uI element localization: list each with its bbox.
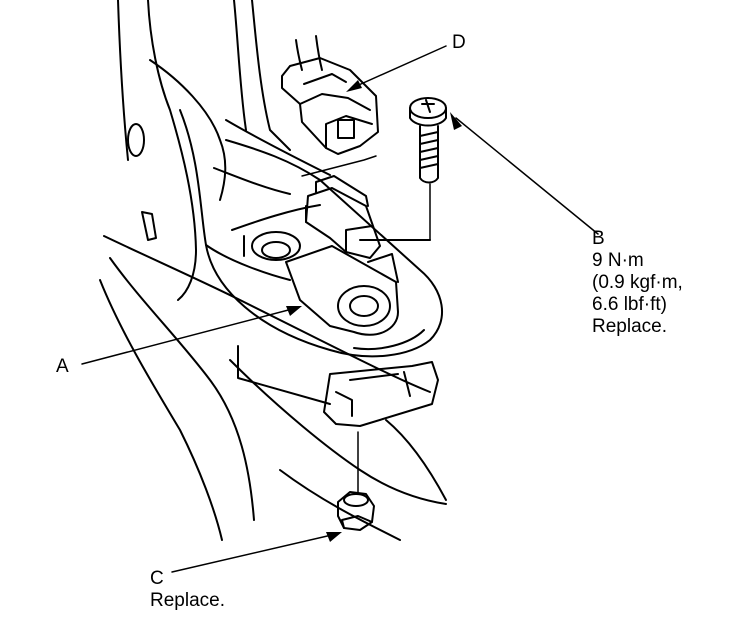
lower-flange xyxy=(323,361,439,427)
arrow-heads xyxy=(286,80,462,542)
callout-b-note: Replace. xyxy=(592,316,667,337)
callout-b-torque-lbf: 6.6 lbf·ft) xyxy=(592,294,667,315)
callout-b-torque-kgf: (0.9 kgf·m, xyxy=(592,272,683,293)
leader-lines xyxy=(81,45,599,573)
connector-d xyxy=(281,35,379,155)
callout-b-letter: B xyxy=(592,228,605,249)
assembly-lines xyxy=(301,155,431,495)
callout-b: B 9 N·m (0.9 kgf·m, 6.6 lbf·ft) Replace. xyxy=(592,228,683,338)
callout-d-letter: D xyxy=(452,32,466,53)
callout-c-letter: C xyxy=(150,568,164,589)
callout-a-letter: A xyxy=(56,356,69,377)
bolt-b xyxy=(409,97,447,184)
sensor-a xyxy=(285,175,431,336)
body-panel xyxy=(117,0,331,301)
nut-c xyxy=(337,491,375,531)
mount-bracket xyxy=(179,109,444,358)
callout-c: C Replace. xyxy=(150,568,225,612)
lower-frame xyxy=(99,235,447,541)
callout-c-note: Replace. xyxy=(150,590,225,611)
callout-b-torque: 9 N·m xyxy=(592,250,644,271)
